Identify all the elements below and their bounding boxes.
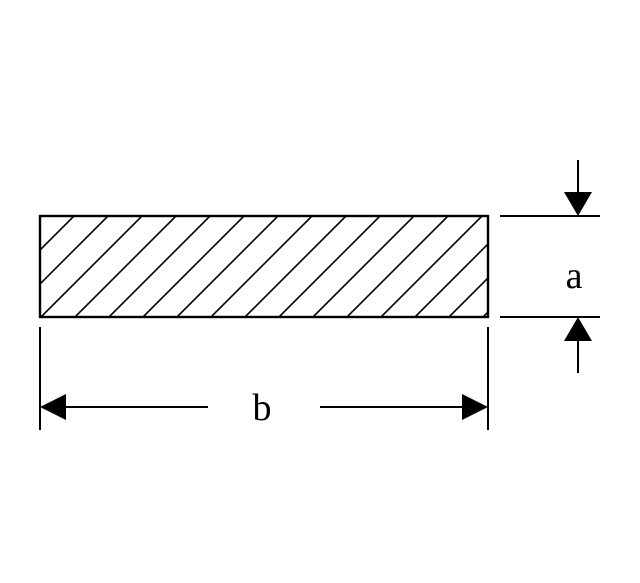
- hatch-line: [108, 216, 211, 317]
- hatch-line: [312, 216, 415, 317]
- hatch-line: [40, 216, 109, 286]
- hatch-line: [40, 216, 41, 218]
- hatch-line: [176, 216, 279, 317]
- height-arrow-bottom-head: [564, 317, 592, 341]
- rectangular-section: [38, 214, 490, 319]
- hatch-line: [40, 216, 143, 317]
- hatch-line: [346, 216, 449, 317]
- height-arrow-top-head: [564, 192, 592, 216]
- hatch-line: [74, 216, 177, 317]
- hatch-line: [244, 216, 347, 317]
- hatch-line: [380, 216, 483, 317]
- height-label: a: [566, 255, 583, 297]
- hatch-line: [278, 216, 381, 317]
- width-label: b: [253, 387, 272, 429]
- hatch-line: [448, 276, 488, 317]
- section-hatching: [40, 216, 488, 317]
- width-arrow-right-head: [462, 394, 488, 420]
- hatch-line: [40, 216, 75, 252]
- hatch-line: [210, 216, 313, 317]
- hatch-line: [414, 242, 488, 317]
- width-arrow-left-head: [40, 394, 66, 420]
- hatch-line: [142, 216, 245, 317]
